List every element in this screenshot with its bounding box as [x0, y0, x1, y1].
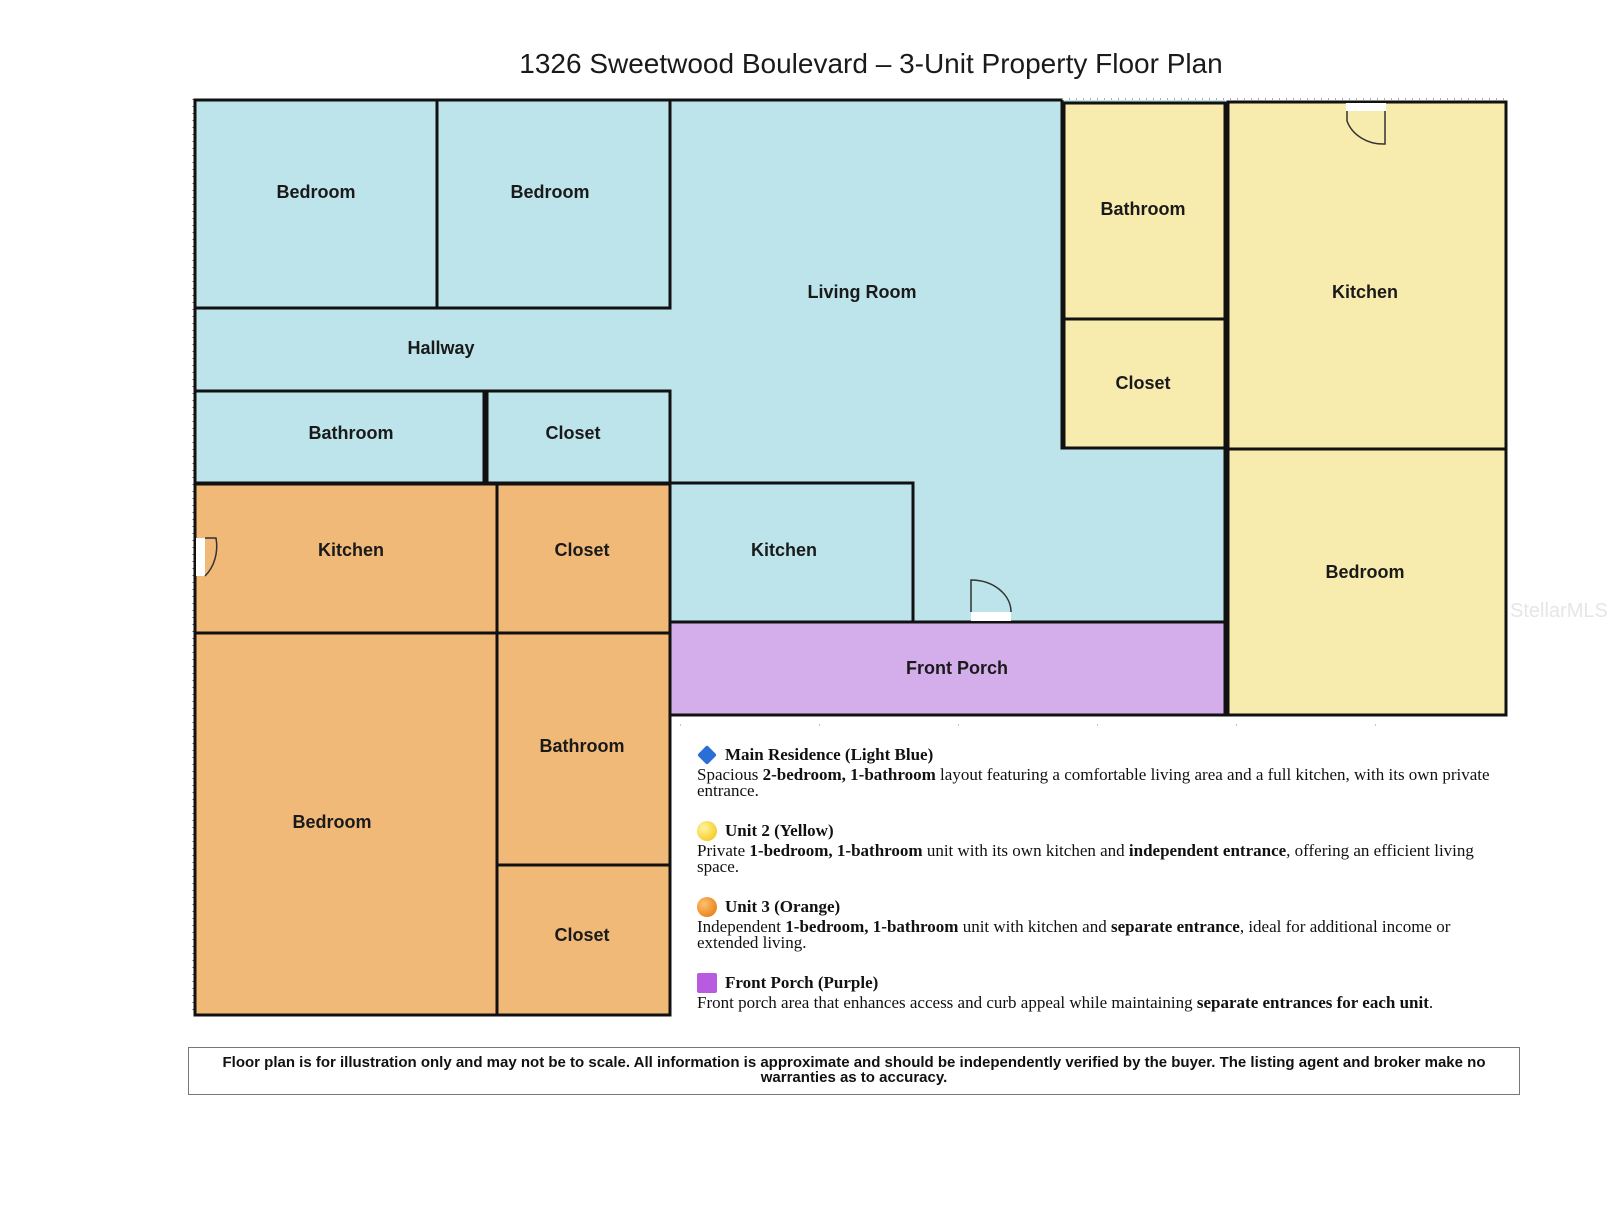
- main-bedroom-1-room: [193, 98, 439, 310]
- legend-unit3-title: Unit 3 (Orange): [725, 897, 841, 916]
- label-unit2-kitchen: Kitchen: [1332, 282, 1398, 302]
- legend-porch-title: Front Porch (Purple): [725, 973, 879, 992]
- label-unit2-bathroom: Bathroom: [1101, 199, 1186, 219]
- legend-main-residence: Main Residence (Light Blue) Spacious 2-b…: [697, 745, 1507, 799]
- legend-main-text: Spacious 2-bedroom, 1-bathroom layout fe…: [697, 765, 1490, 800]
- unit3-bedroom-room: [193, 631, 499, 1017]
- label-unit3-closet-1: Closet: [554, 540, 609, 560]
- label-main-bathroom: Bathroom: [309, 423, 394, 443]
- label-main-bedroom-1: Bedroom: [276, 182, 355, 202]
- main-closet-room: [485, 389, 672, 485]
- unit2-bedroom-room: [1226, 447, 1508, 717]
- label-unit3-closet-2: Closet: [554, 925, 609, 945]
- door-unit3-left-icon: [196, 537, 218, 577]
- legend-porch: Front Porch (Purple) Front porch area th…: [697, 973, 1507, 1011]
- label-main-kitchen: Kitchen: [751, 540, 817, 560]
- unit3-kitchen-room: [193, 482, 499, 635]
- main-bathroom-room: [193, 389, 486, 485]
- legend-porch-text: Front porch area that enhances access an…: [697, 993, 1434, 1012]
- legend-unit2-title: Unit 2 (Yellow): [725, 821, 834, 840]
- legend-unit3-text: Independent 1-bedroom, 1-bathroom unit w…: [697, 917, 1451, 952]
- door-unit2-top-icon: [1346, 103, 1386, 145]
- unit3-closet-2-room: [495, 863, 672, 1017]
- unit2-bathroom-room: [1062, 101, 1227, 321]
- legend-main-title: Main Residence (Light Blue): [725, 745, 934, 764]
- label-main-closet: Closet: [545, 423, 600, 443]
- legend-unit2: Unit 2 (Yellow) Private 1-bedroom, 1-bat…: [697, 821, 1507, 875]
- label-front-porch: Front Porch: [906, 658, 1008, 678]
- main-kitchen-room: [668, 481, 915, 624]
- living-room-wall: [1060, 100, 1227, 622]
- label-unit3-bedroom: Bedroom: [292, 812, 371, 832]
- front-porch-room: [668, 620, 1227, 717]
- label-main-living-room: Living Room: [808, 282, 917, 302]
- legend-unit2-text: Private 1-bedroom, 1-bathroom unit with …: [697, 841, 1474, 876]
- door-main-porch-icon: [970, 579, 1012, 621]
- label-unit3-bathroom: Bathroom: [540, 736, 625, 756]
- legend: Main Residence (Light Blue) Spacious 2-b…: [697, 745, 1507, 1033]
- label-unit2-bedroom: Bedroom: [1325, 562, 1404, 582]
- yellow-circle-icon: [697, 821, 717, 841]
- main-bedroom-2-room: [435, 98, 672, 310]
- blue-diamond-icon: [697, 745, 717, 765]
- label-main-bedroom-2: Bedroom: [510, 182, 589, 202]
- purple-square-icon: [697, 973, 717, 993]
- label-unit3-kitchen: Kitchen: [318, 540, 384, 560]
- label-main-hallway: Hallway: [407, 338, 474, 358]
- disclaimer-box: Floor plan is for illustration only and …: [188, 1047, 1520, 1095]
- unit3-closet-1-room: [495, 482, 672, 635]
- page-title: 1326 Sweetwood Boulevard – 3-Unit Proper…: [519, 48, 1223, 79]
- label-unit2-closet: Closet: [1115, 373, 1170, 393]
- watermark: StellarMLS: [1510, 600, 1608, 622]
- legend-unit3: Unit 3 (Orange) Independent 1-bedroom, 1…: [697, 897, 1507, 951]
- unit2-kitchen-room: [1226, 100, 1508, 451]
- orange-circle-icon: [697, 897, 717, 917]
